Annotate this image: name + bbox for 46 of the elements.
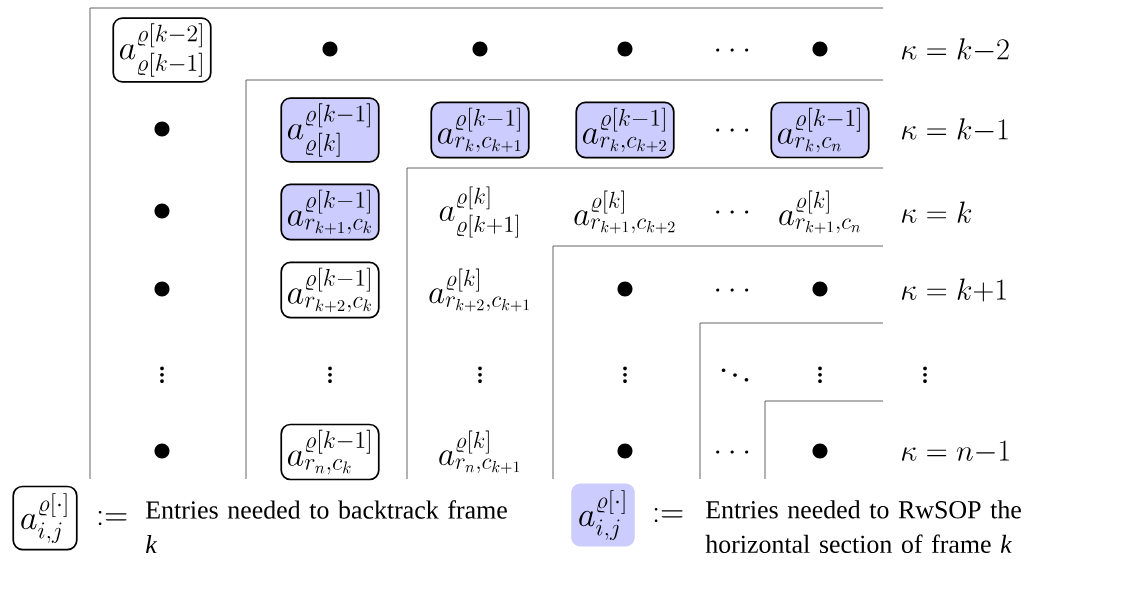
dot: $\bullet$: [154, 121, 170, 137]
dot: $\bullet$: [322, 41, 338, 57]
matrix-entry: $a^{\varrho[k]}_{r_{k+1},c_{k+2}}$: [574, 190, 675, 234]
ellipsis: $\dots$: [716, 288, 749, 292]
row-label: $\kappa = k$: [901, 201, 972, 223]
matrix-entry-box: $a^{\varrho[k-1]}_{r_{k+2},c_k}$: [280, 261, 380, 319]
ellipsis: $\vdots$: [818, 366, 822, 383]
ellipsis: $\dots$: [716, 128, 749, 132]
definition-sign: $:=$: [98, 510, 127, 526]
ellipsis: $\dots$: [716, 48, 749, 52]
legend-text: Entries needed to RwSOP the horizontal section of frame k: [705, 500, 1021, 554]
dot: $\bullet$: [154, 443, 170, 459]
dot: $\bullet$: [617, 41, 633, 57]
dot: $\bullet$: [472, 41, 488, 57]
matrix-entry-box: $a^{\varrho[k-1]}_{r_{k+1},c_k}$: [280, 183, 380, 241]
dot: $\bullet$: [812, 443, 828, 459]
ellipsis: $\vdots$: [478, 366, 482, 383]
row-label: $\kappa = k{-}1$: [901, 118, 1008, 140]
ellipsis: $\dots$: [716, 210, 749, 214]
matrix-entry: $a^{\varrho[k]}_{r_{k+2},c_{k+1}}$: [429, 268, 529, 312]
row-label: $\kappa = k{+}1$: [901, 278, 1006, 302]
matrix-entry-box: $a^{\varrho[k-2]}_{\varrho[k-1]}$: [112, 17, 212, 83]
definition-sign: $:=$: [654, 507, 683, 523]
ellipsis: $\vdots$: [160, 366, 164, 383]
dot: $\bullet$: [812, 281, 828, 297]
dot: $\bullet$: [154, 203, 170, 219]
row-label: $\kappa = n{-}1$: [901, 440, 1009, 461]
row-label: $\kappa = k{-}2$: [901, 38, 1009, 60]
matrix-entry-box: $a^{\varrho[k-1]}_{r_n,c_k}$: [280, 423, 380, 481]
ellipsis: $\ddots$: [721, 368, 749, 382]
dot: $\bullet$: [617, 443, 633, 459]
dot: $\bullet$: [812, 41, 828, 57]
matrix-entry-box: $a^{\varrho[k-1]}_{r_k,c_{k+1}}$: [430, 101, 530, 159]
ellipsis: $\vdots$: [328, 366, 332, 383]
ellipsis: $\vdots$: [923, 366, 927, 383]
dot: $\bullet$: [617, 281, 633, 297]
matrix-entry: $a^{\varrho[k]}_{r_{k+1},c_n}$: [779, 190, 861, 234]
matrix-entry-box: $a^{\varrho[k-1]}_{\varrho[k]}$: [280, 97, 380, 163]
legend-text: Entries needed to backtrack frame k: [146, 500, 507, 554]
matrix-entry: $a^{\varrho[k]}_{\varrho[k+1]}$: [439, 186, 519, 238]
matrix-entry: $a^{\varrho[k]}_{r_n,c_{k+1}}$: [439, 430, 520, 474]
dot: $\bullet$: [154, 281, 170, 297]
matrix-entry-box: $a^{\varrho[k-1]}_{r_k,c_n}$: [770, 101, 870, 159]
matrix-entry-box: $a^{\varrho[k-1]}_{r_k,c_{k+2}}$: [575, 101, 675, 159]
ellipsis: $\vdots$: [623, 366, 627, 383]
ellipsis: $\dots$: [716, 450, 749, 454]
